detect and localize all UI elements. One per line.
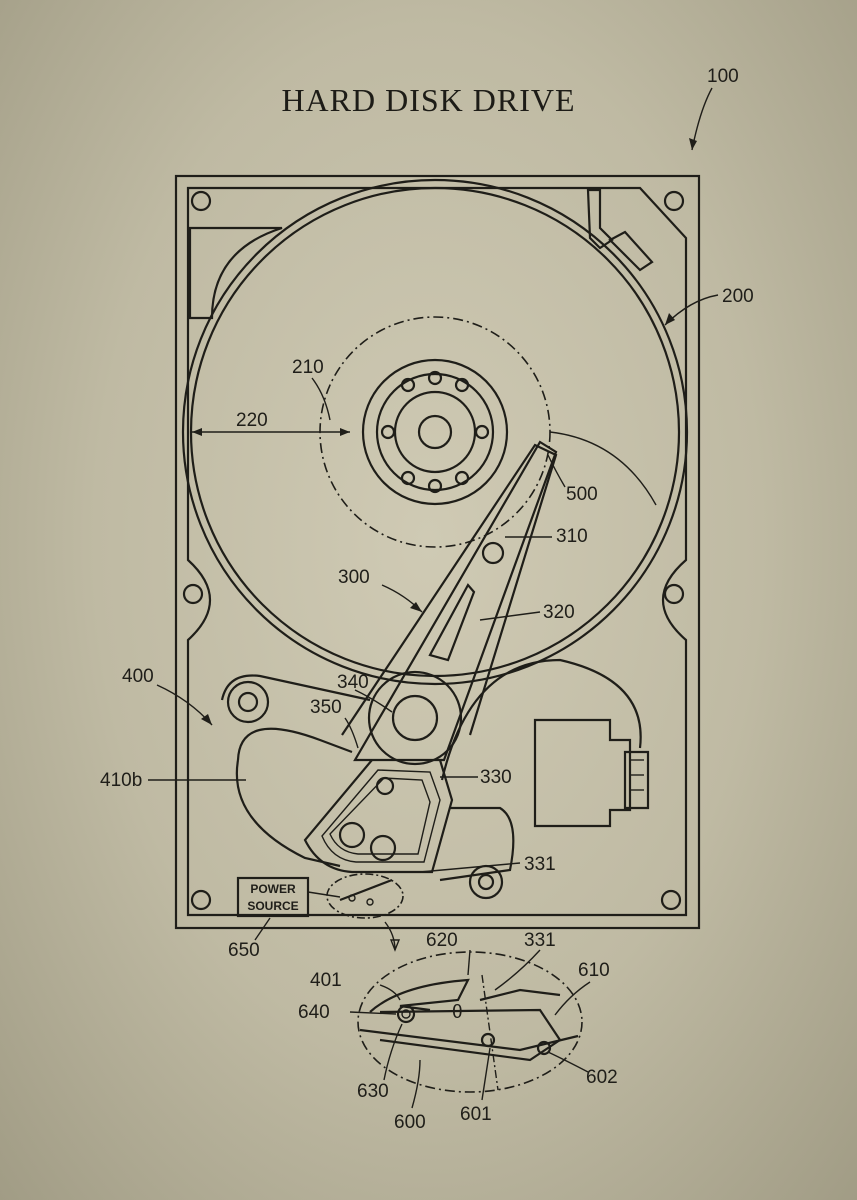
power-box-line2: SOURCE xyxy=(247,899,298,913)
label-theta: θ xyxy=(452,1002,463,1023)
label-401: 401 xyxy=(310,970,342,991)
reference-labels: 100 200 210 220 500 310 300 320 400 340 … xyxy=(100,66,754,1133)
label-602: 602 xyxy=(586,1067,618,1088)
label-650: 650 xyxy=(228,940,260,961)
label-620: 620 xyxy=(426,930,458,951)
power-source-box: POWER SOURCE xyxy=(236,876,341,941)
label-601: 601 xyxy=(460,1104,492,1125)
latch-detail xyxy=(357,951,583,1093)
label-220: 220 xyxy=(236,410,268,431)
disk-platter xyxy=(181,178,689,686)
label-331: 331 xyxy=(524,854,556,875)
label-330: 330 xyxy=(480,767,512,788)
label-210: 210 xyxy=(292,357,324,378)
latch-callout xyxy=(326,873,404,952)
label-100: 100 xyxy=(707,66,739,87)
drive-housing xyxy=(174,174,701,930)
label-200: 200 xyxy=(722,286,754,307)
label-640: 640 xyxy=(298,1002,330,1023)
label-350: 350 xyxy=(310,697,342,718)
voice-coil-motor xyxy=(220,658,650,900)
label-310: 310 xyxy=(556,526,588,547)
label-300: 300 xyxy=(338,567,370,588)
diagram-title: HARD DISK DRIVE xyxy=(281,82,576,118)
label-400: 400 xyxy=(122,666,154,687)
actuator-arm xyxy=(303,440,558,874)
label-610: 610 xyxy=(578,960,610,981)
label-340: 340 xyxy=(337,672,369,693)
label-410b: 410b xyxy=(100,770,142,791)
label-500: 500 xyxy=(566,484,598,505)
label-600: 600 xyxy=(394,1112,426,1133)
label-630: 630 xyxy=(357,1081,389,1102)
power-box-line1: POWER xyxy=(250,882,296,896)
label-320: 320 xyxy=(543,602,575,623)
label-331-detail: 331 xyxy=(524,930,556,951)
leader-lines xyxy=(148,87,719,1109)
